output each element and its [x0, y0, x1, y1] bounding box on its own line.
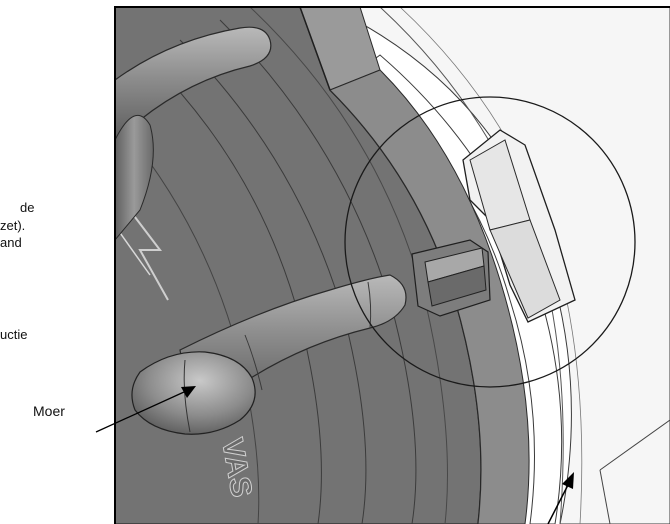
embossed-arrow-mark-2 — [117, 229, 151, 276]
rim-leader-arrowhead — [562, 472, 574, 489]
note-line-2: zet). — [0, 218, 26, 233]
housing-corner-line-2 — [599, 469, 611, 524]
detail-circle — [344, 96, 636, 388]
note-line-3: and — [0, 235, 22, 250]
embossed-arrow-mark — [121, 199, 169, 301]
nut-label: Moer — [33, 403, 65, 419]
clip-tab-face — [427, 265, 487, 307]
flange-side-face — [329, 69, 530, 524]
rim-leader-line — [547, 484, 569, 524]
upper-handle — [115, 26, 272, 141]
nut-leader-arrowhead — [181, 386, 196, 398]
handle-segment-line — [244, 334, 263, 391]
nut-leader-line — [95, 391, 185, 433]
handle-left-tube — [115, 114, 154, 241]
note-line-4: uctie — [0, 327, 28, 342]
housing-corner-line — [599, 419, 670, 471]
drawing-frame — [114, 6, 670, 524]
nut-edge-line — [183, 359, 191, 433]
note-line-1: de — [20, 200, 35, 215]
latch-lower-face — [489, 219, 561, 319]
handle-nut — [131, 351, 256, 435]
